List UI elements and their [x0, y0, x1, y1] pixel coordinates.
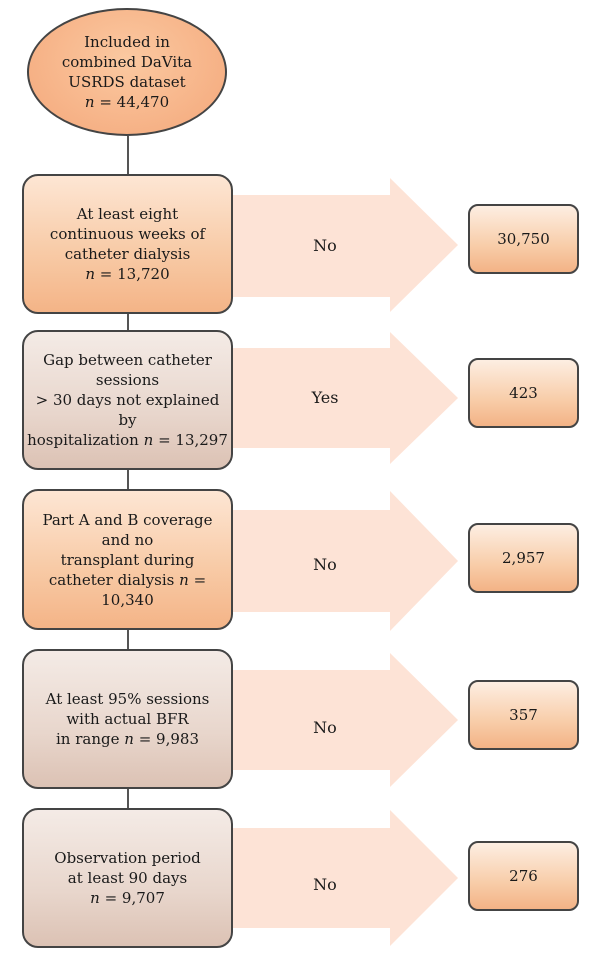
n-symbol: n — [85, 265, 96, 283]
decision-label: No — [313, 718, 337, 737]
n-symbol: n — [124, 730, 134, 748]
step-box: Part A and B coverage and no transplant … — [22, 489, 233, 630]
step-line-text: in range — [56, 730, 120, 748]
step-line: At least eight — [76, 205, 179, 223]
step-line-text: catheter dialysis — [48, 570, 175, 589]
step-text: Gap between catheter sessions > 30 days … — [24, 350, 231, 450]
step-count: n = 13,720 — [50, 264, 205, 284]
step-box: Gap between catheter sessions > 30 days … — [22, 330, 233, 470]
step-line: at least 90 days — [67, 869, 188, 887]
step-box: At least eight continuous weeks of cathe… — [22, 174, 233, 314]
n-symbol: n — [143, 431, 154, 449]
exclusion-arrow — [233, 810, 458, 946]
decision-label: No — [313, 875, 337, 894]
count-value: = 9,707 — [104, 889, 165, 907]
step-count: n = 9,707 — [54, 888, 200, 908]
step-box: At least 95% sessions with actual BFR in… — [22, 649, 233, 789]
start-line: combined DaVita — [61, 53, 193, 71]
decision-label: Yes — [311, 388, 339, 407]
connector-line — [127, 630, 129, 649]
exclusion-arrow — [233, 653, 458, 787]
n-symbol: n — [90, 889, 100, 907]
step-line: catheter dialysis — [64, 245, 191, 263]
n-symbol: n — [84, 93, 95, 111]
step-box: Observation period at least 90 days n = … — [22, 808, 233, 948]
count-value: = 13,720 — [99, 265, 170, 283]
step-line: with actual BFR — [66, 710, 189, 728]
connector-line — [127, 789, 129, 808]
connector-line — [127, 136, 129, 174]
count-value: = 9,983 — [138, 730, 199, 748]
step-line: continuous weeks of — [49, 225, 206, 243]
excluded-box: 2,957 — [468, 523, 579, 593]
count-value: = 10,340 — [101, 570, 207, 609]
excluded-box: 30,750 — [468, 204, 579, 274]
decision-label: No — [313, 236, 337, 255]
exclusion-arrow — [233, 491, 458, 631]
step-text: Observation period at least 90 days n = … — [51, 848, 203, 908]
step-line: hospitalization n = 13,297 — [27, 430, 228, 450]
step-line: Part A and B coverage and no — [42, 510, 213, 549]
decision-label: No — [313, 555, 337, 574]
step-line-text: hospitalization — [27, 431, 139, 449]
step-line: transplant during — [60, 550, 195, 569]
step-text: Part A and B coverage and no transplant … — [24, 510, 231, 610]
step-line: Gap between catheter sessions — [43, 351, 212, 389]
step-line: in range n = 9,983 — [46, 729, 210, 749]
start-count: n = 44,470 — [62, 92, 192, 112]
connector-line — [127, 314, 129, 330]
n-symbol: n — [179, 570, 189, 589]
count-value: = 44,470 — [99, 93, 170, 111]
start-line: Included in — [84, 33, 170, 51]
step-text: At least 95% sessions with actual BFR in… — [43, 689, 213, 749]
step-line: At least 95% sessions — [45, 690, 210, 708]
start-oval: Included in combined DaVita USRDS datase… — [27, 8, 227, 136]
excluded-box: 357 — [468, 680, 579, 750]
count-value: = 13,297 — [158, 431, 228, 449]
step-text: At least eight continuous weeks of cathe… — [47, 204, 208, 284]
start-text: Included in combined DaVita USRDS datase… — [59, 32, 195, 112]
step-line: > 30 days not explained by — [35, 391, 220, 429]
exclusion-arrow — [233, 178, 458, 312]
step-line: catheter dialysis n = 10,340 — [27, 570, 228, 610]
step-line: Observation period — [54, 849, 201, 867]
exclusion-arrow — [233, 332, 458, 464]
connector-line — [127, 470, 129, 489]
excluded-box: 423 — [468, 358, 579, 428]
excluded-box: 276 — [468, 841, 579, 911]
start-line: USRDS dataset — [68, 73, 186, 91]
